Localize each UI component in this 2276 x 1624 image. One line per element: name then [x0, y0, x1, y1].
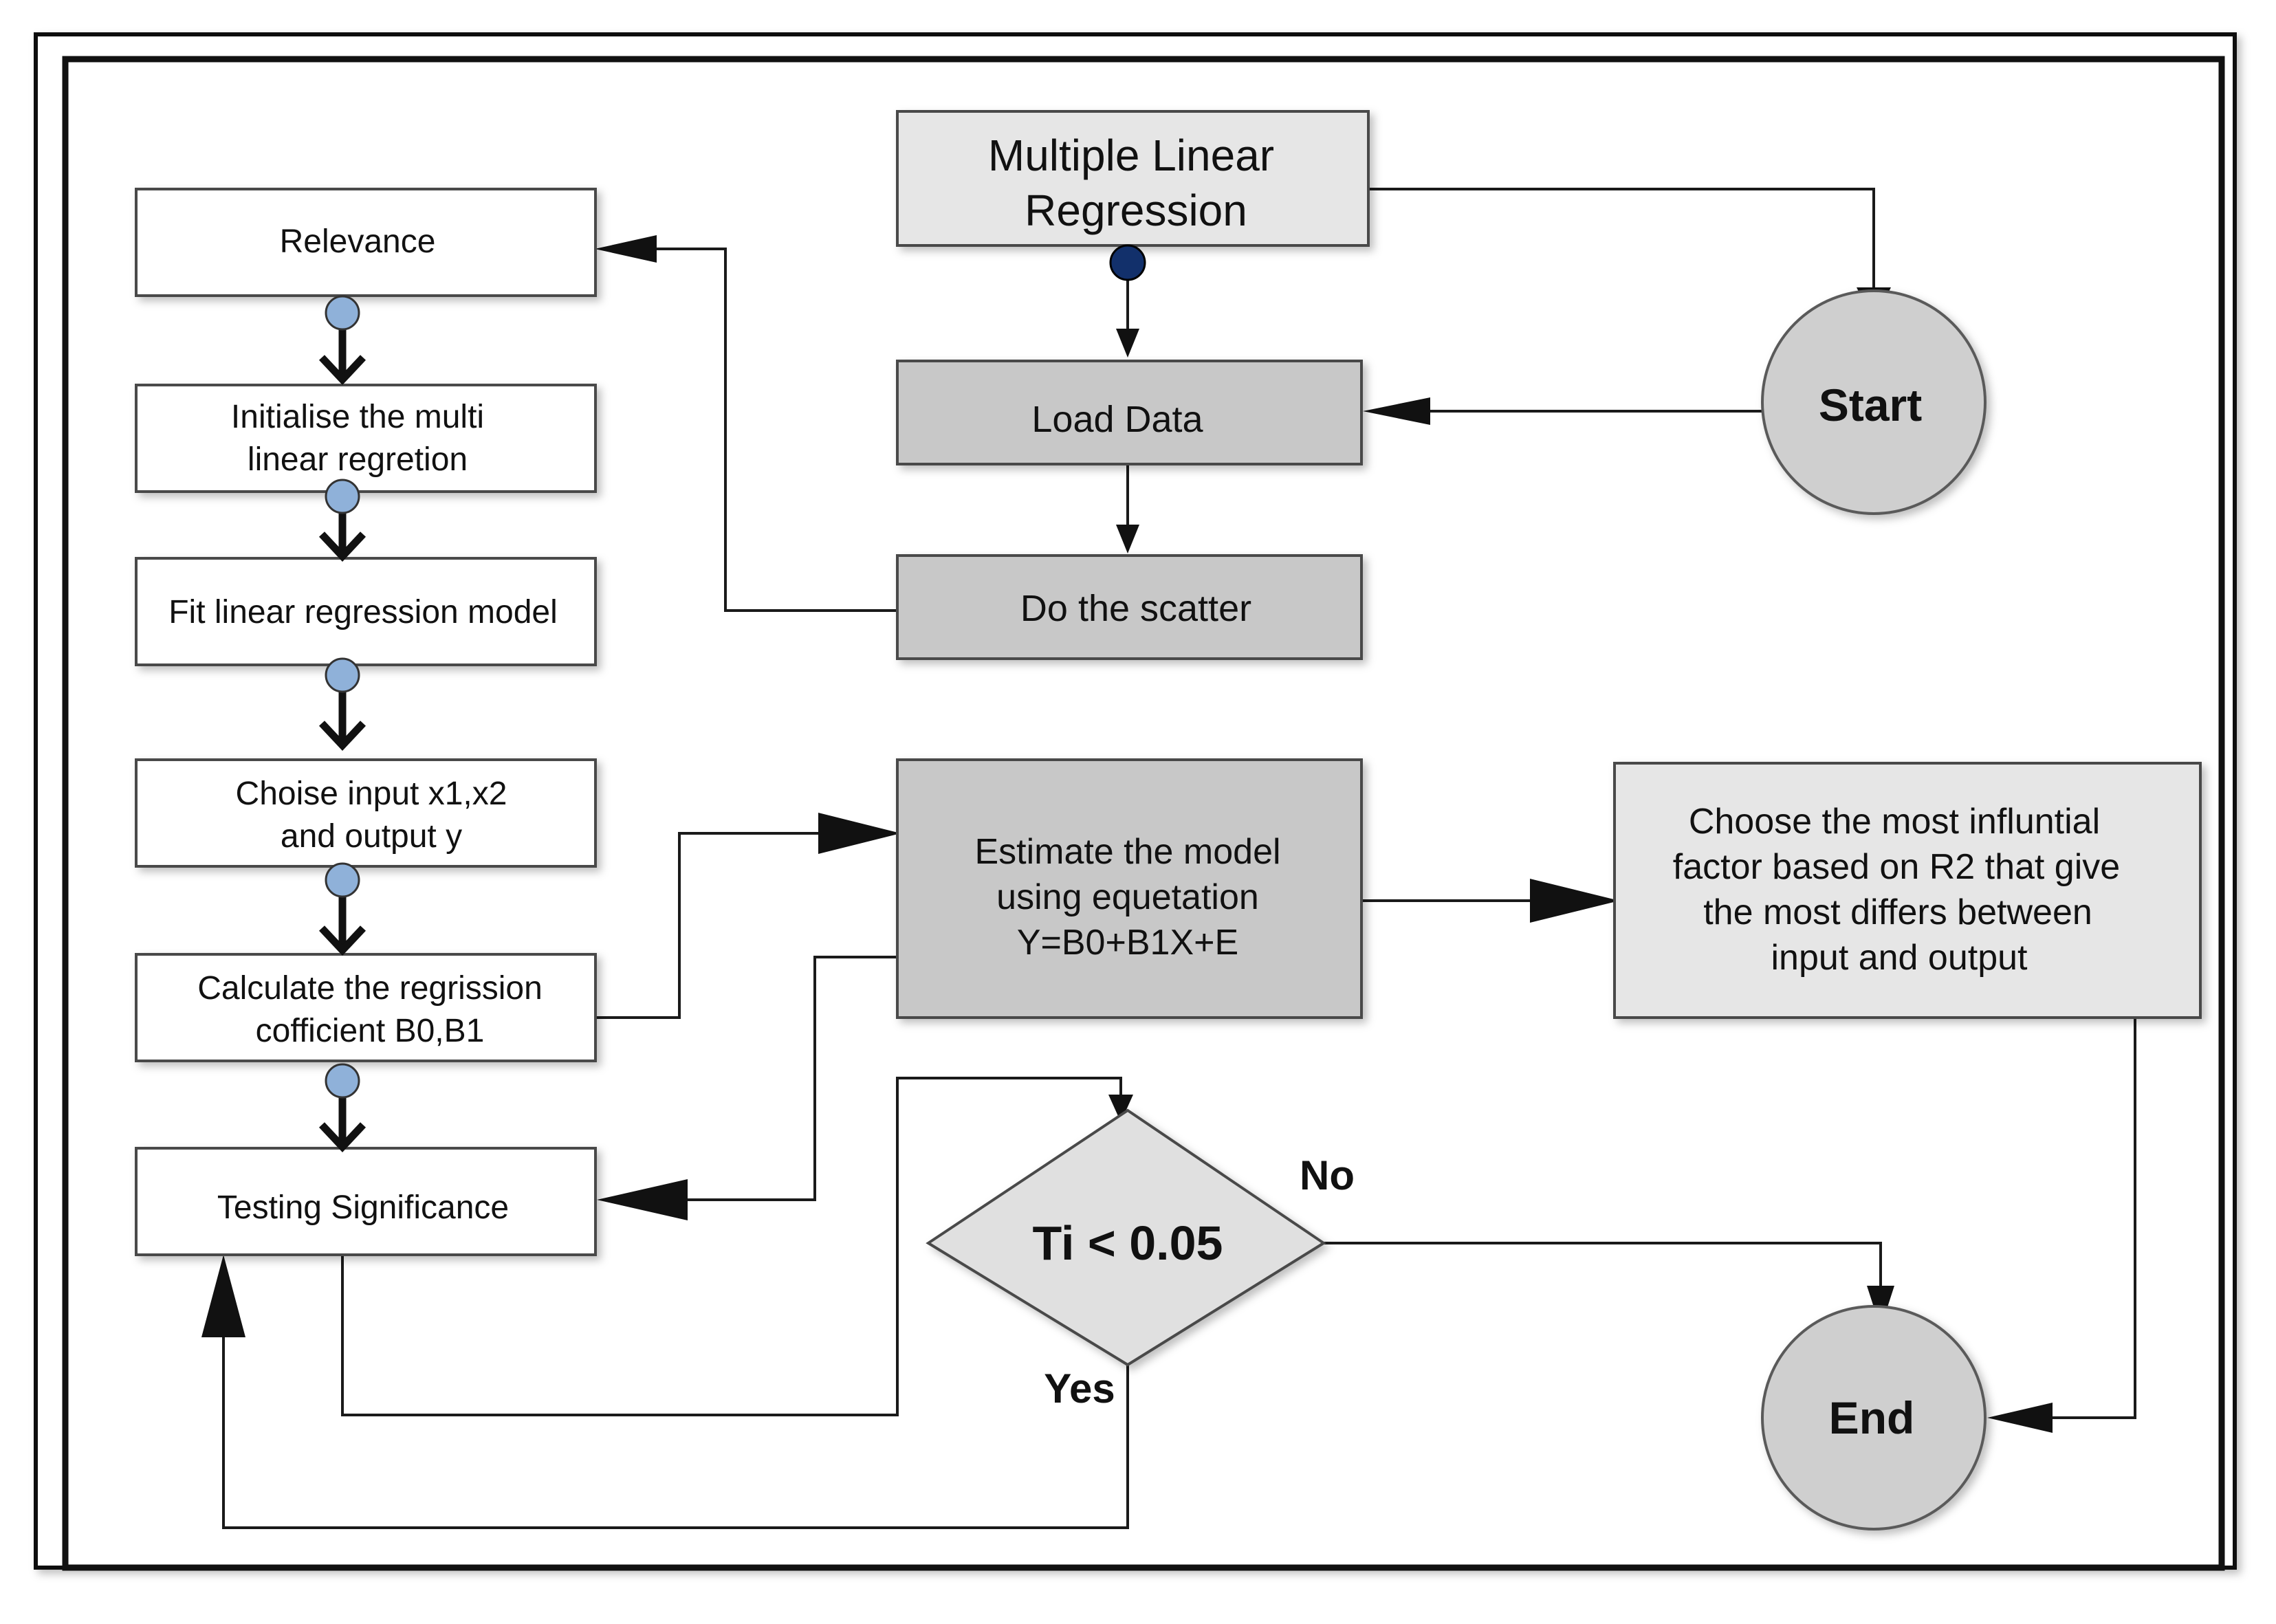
yes-label: Yes	[1044, 1365, 1115, 1412]
decision-diamond	[926, 1108, 1326, 1367]
connector-no-to-end	[1324, 1242, 1882, 1289]
calculate-label-line2: cofficient B0,B1	[256, 1013, 485, 1049]
scatter-label: Do the scatter	[1020, 588, 1251, 629]
mlr-label-line1: Multiple Linear	[988, 131, 1274, 180]
choise-input-box	[135, 758, 597, 868]
initialise-box	[135, 384, 597, 493]
arrowhead-load-from-start	[1363, 397, 1430, 425]
scatter-box	[896, 554, 1363, 660]
connector-yes-to-testing	[222, 1293, 1129, 1529]
arrowhead-relevance	[595, 235, 657, 263]
arrowhead-scatter	[1116, 525, 1139, 553]
choose-label-line2: factor based on R2 that give	[1673, 847, 2120, 887]
load-data-box	[896, 360, 1363, 465]
arrowhead-testing	[597, 1179, 688, 1220]
mlr-box	[896, 110, 1370, 247]
arrowhead-choose	[1530, 879, 1619, 923]
fit-model-box	[135, 557, 597, 666]
arrowhead-estimate	[818, 813, 901, 854]
start-terminal	[1761, 289, 1987, 515]
testing-label: Testing Significance	[217, 1189, 509, 1226]
connector-testing-to-decision	[341, 1077, 1122, 1416]
choose-label-line3: the most differs between	[1703, 892, 2092, 932]
relevance-label: Relevance	[280, 223, 436, 260]
connector-calculate-to-estimate	[597, 832, 825, 1019]
estimate-label-line2: using equetation	[996, 877, 1259, 917]
arrowhead-load-from-mlr	[1116, 329, 1139, 358]
calculate-box	[135, 953, 597, 1062]
dot-arrow-fit-choise	[318, 657, 366, 751]
choose-label-line1: Choose the most influntial	[1689, 802, 2100, 842]
choise-input-label-line1: Choise input x1,x2	[236, 776, 507, 812]
initialise-label-line1: Initialise the multi	[231, 399, 484, 435]
dot-arrow-choise-calculate	[318, 862, 366, 956]
arrowhead-decision	[1108, 1095, 1133, 1122]
connector-mlr-to-start	[1368, 188, 1875, 289]
initialise-label-line2: linear regretion	[248, 441, 468, 478]
load-data-label: Load Data	[1031, 399, 1203, 440]
fit-model-label: Fit linear regression model	[168, 594, 558, 630]
inner-frame	[62, 56, 2225, 1571]
connector-choose-to-end	[2028, 1018, 2136, 1419]
calculate-label-line1: Calculate the regrission	[197, 970, 543, 1007]
dot-arrow-initialise-fit	[318, 479, 366, 562]
arrowhead-testing-from-yes	[201, 1255, 245, 1337]
mlr-label-line2: Regression	[1025, 186, 1247, 235]
estimate-box	[896, 758, 1363, 1019]
decision-label: Ti < 0.05	[1033, 1216, 1223, 1270]
connector-estimate-to-testing	[684, 956, 897, 1201]
relevance-box	[135, 188, 597, 297]
end-terminal	[1761, 1305, 1987, 1530]
estimate-label-line1: Estimate the model	[974, 832, 1280, 872]
no-label: No	[1300, 1152, 1355, 1198]
arrowhead-end-from-choose	[1987, 1403, 2053, 1433]
end-label: End	[1829, 1392, 1915, 1443]
dot-arrow-relevance-initialise	[318, 295, 366, 386]
testing-box	[135, 1147, 597, 1256]
start-label: Start	[1819, 380, 1922, 430]
connector-scatter-to-relevance	[653, 248, 897, 612]
choose-box	[1613, 762, 2202, 1019]
choose-label-line4: input and output	[1771, 938, 2028, 978]
mlr-origin-dot	[1109, 244, 1146, 281]
estimate-label-line3: Y=B0+B1X+E	[1017, 923, 1238, 963]
dot-arrow-calculate-testing	[318, 1063, 366, 1153]
choise-input-label-line2: and output y	[281, 818, 462, 855]
